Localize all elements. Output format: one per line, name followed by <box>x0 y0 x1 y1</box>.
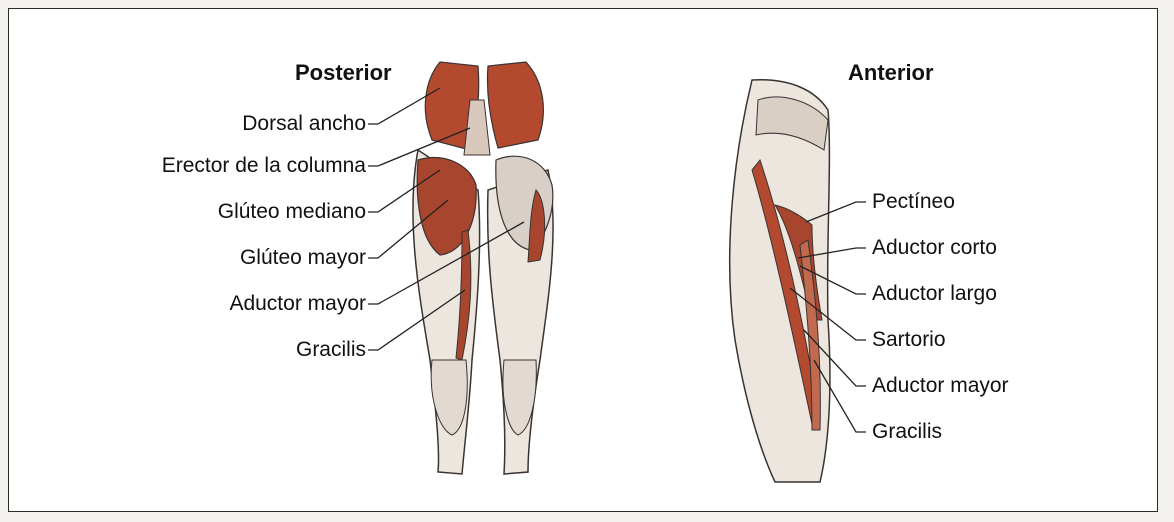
label-pectineo: Pectíneo <box>872 190 955 214</box>
posterior-illustration <box>413 62 553 474</box>
label-aductor-mayor-posterior: Aductor mayor <box>229 292 366 316</box>
label-sartorio: Sartorio <box>872 328 946 352</box>
label-gluteo-mayor: Glúteo mayor <box>240 246 366 270</box>
label-aductor-largo: Aductor largo <box>872 282 997 306</box>
label-gluteo-mediano: Glúteo mediano <box>218 200 366 224</box>
label-aductor-corto: Aductor corto <box>872 236 997 260</box>
posterior-heading: Posterior <box>295 60 392 86</box>
anterior-illustration <box>730 80 830 482</box>
anterior-heading: Anterior <box>848 60 934 86</box>
posterior-dorsal-right <box>487 62 543 148</box>
label-dorsal-ancho: Dorsal ancho <box>242 112 366 136</box>
label-gracilis-posterior: Gracilis <box>296 338 366 362</box>
label-erector-columna: Erector de la columna <box>162 154 366 178</box>
label-gracilis-anterior: Gracilis <box>872 420 942 444</box>
label-aductor-mayor-anterior: Aductor mayor <box>872 374 1009 398</box>
